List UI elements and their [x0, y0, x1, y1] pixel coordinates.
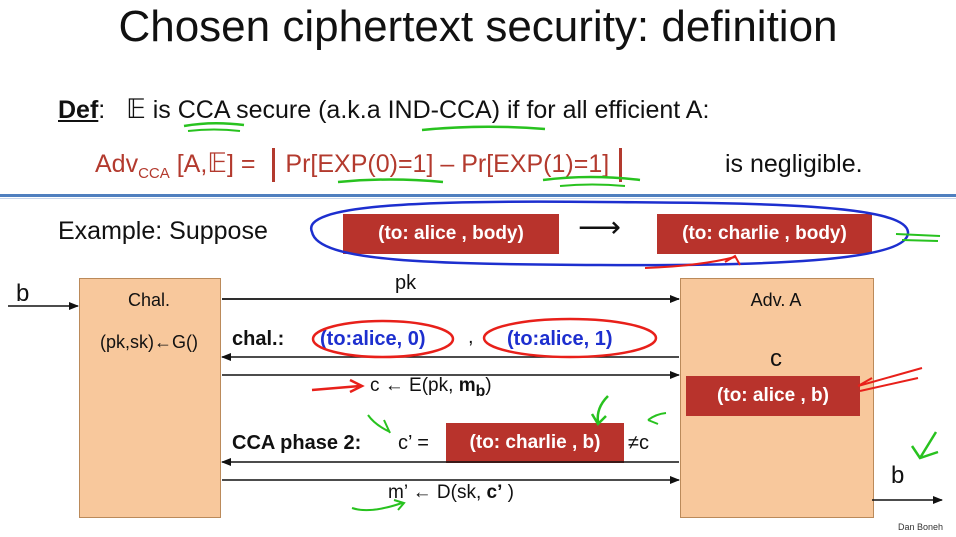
green-arrow-decbox — [590, 395, 609, 427]
adv-scheme-symbol: 𝔼 — [207, 148, 227, 178]
definition-line: Def: 𝔼 is CCA secure (a.k.a IND-CCA) if … — [58, 94, 709, 125]
ciphertext-suffix: ) — [485, 375, 492, 396]
mprime-prefix: m’ ← D(sk, — [388, 482, 487, 503]
adversary-label: Adv. A — [750, 290, 802, 310]
example-box-charlie: (to: charlie , body) — [657, 214, 872, 254]
author-credit: Dan Boneh — [898, 522, 944, 532]
c-prime-label: c’ = — [398, 432, 429, 454]
keygen-label: (pk,sk)←G() — [100, 332, 198, 352]
example-arrow: ⟶ — [578, 211, 622, 244]
adv-args-2: ] = — [226, 150, 263, 178]
circle-m0 — [311, 319, 455, 359]
adv-args-1: [A, — [169, 150, 208, 178]
mprime-suffix: ) — [502, 482, 514, 503]
ciphertext-sub-b: b — [475, 382, 486, 400]
abs-bar-right — [619, 148, 623, 183]
example-ellipse — [309, 200, 910, 267]
mprime-c: c’ — [486, 482, 503, 503]
def-label: Def — [58, 96, 99, 124]
green-tick-b-output — [910, 431, 939, 460]
section-divider-shadow — [0, 198, 956, 199]
message-m1: (to:alice, 1) — [507, 328, 613, 350]
underline-exp1 — [542, 175, 641, 182]
def-text-1: is — [145, 96, 178, 124]
pk-label: pk — [395, 272, 417, 294]
message-m0: (to:alice, 0) — [320, 328, 426, 350]
decryption-response: m’ ← D(sk, c’ ) — [388, 482, 514, 504]
ind-cca-term: IND-CCA — [387, 96, 492, 124]
green-tick-mprime — [351, 499, 406, 512]
adv-label: Adv — [95, 150, 139, 178]
bit-b-output: b — [891, 462, 905, 489]
challenger-box — [79, 278, 221, 518]
slide-title: Chosen ciphertext security: definition — [118, 2, 838, 51]
ciphertext-prefix: c ← E(pk, — [370, 375, 459, 396]
example-box-alice: (to: alice , body) — [343, 214, 559, 254]
def-text-3: ) if for all efficient A: — [491, 96, 710, 124]
cca-term: CCA — [177, 96, 230, 124]
ellipse-trail-right — [901, 239, 939, 242]
def-text-2: secure (a.k.a — [229, 96, 388, 124]
red-strokes-adv — [857, 367, 923, 392]
ciphertext-m: m — [458, 375, 476, 396]
red-arrow-ciphertext — [311, 384, 361, 392]
advantage-formula: AdvCCA [A,𝔼] = Pr[EXP(0)=1] – Pr[EXP(1)=… — [95, 148, 632, 183]
chal-query-label: chal.: — [232, 328, 285, 350]
underline-cca-2 — [187, 128, 241, 132]
phase2-label: CCA phase 2: — [232, 432, 362, 454]
circle-m1 — [482, 317, 658, 359]
underline-exp1-2 — [559, 183, 626, 187]
section-divider — [0, 194, 956, 197]
adv-expression: Pr[EXP(0)=1] – Pr[EXP(1)=1] — [285, 150, 610, 178]
negligible-text: is negligible. — [725, 150, 863, 178]
not-equal-c: ≠c — [628, 432, 649, 454]
message-comma: , — [468, 326, 474, 348]
underline-exp0 — [337, 178, 444, 184]
red-arrow-ciphertext-head — [349, 378, 365, 394]
ellipse-trail-left — [895, 233, 941, 237]
green-tick-cprime — [367, 414, 391, 434]
red-check-tick — [724, 254, 741, 266]
def-colon: : — [98, 96, 106, 124]
abs-bar-left — [272, 148, 276, 183]
adversary-c-label: c — [770, 345, 782, 372]
bit-b-input: b — [16, 280, 30, 307]
green-tick-neq — [647, 412, 667, 425]
example-label: Example: Suppose — [58, 217, 268, 245]
challenge-ciphertext: c ← E(pk, mb) — [370, 375, 492, 401]
underline-cca — [183, 122, 245, 128]
red-check-underline — [644, 256, 736, 269]
adv-subscript: CCA — [138, 165, 170, 182]
challenger-label: Chal. — [127, 290, 171, 310]
adversary-ciphertext-box: (to: alice , b) — [686, 376, 860, 416]
scheme-symbol: 𝔼 — [126, 94, 146, 124]
underline-ind-cca — [421, 125, 546, 132]
decryption-query-box: (to: charlie , b) — [446, 423, 624, 463]
